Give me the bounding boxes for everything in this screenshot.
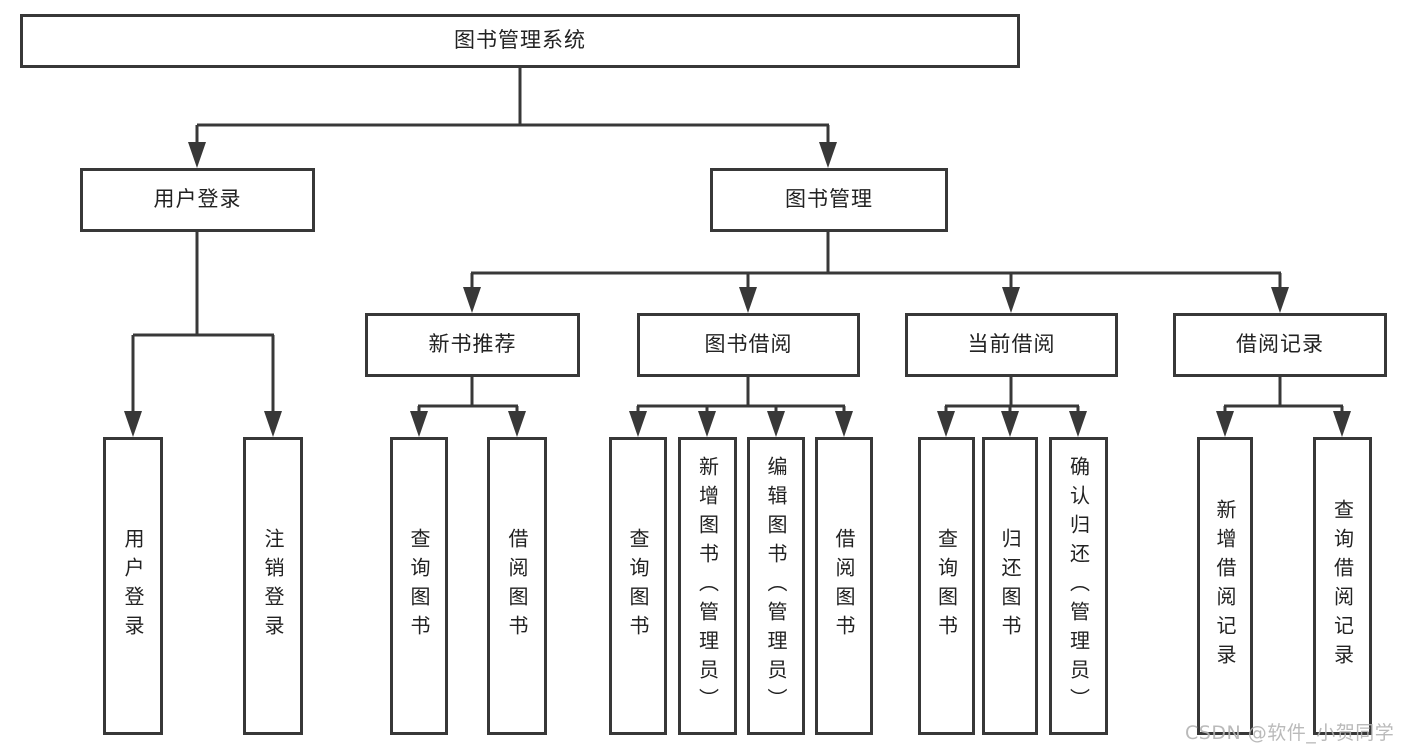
leaf-query-books-recommend: 查询图书 [390, 437, 448, 735]
leaf-query-books-borrowing: 查询图书 [609, 437, 667, 735]
node-user-login-branch: 用户登录 [80, 168, 315, 232]
leaf-query-books-current: 查询图书 [918, 437, 975, 735]
node-current-borrowing: 当前借阅 [905, 313, 1118, 377]
leaf-edit-books-admin: 编辑图书（管理员） [747, 437, 805, 735]
node-library-management-system: 图书管理系统 [20, 14, 1020, 68]
leaf-user-login: 用户登录 [103, 437, 163, 735]
node-borrowing-records: 借阅记录 [1173, 313, 1387, 377]
leaf-logout: 注销登录 [243, 437, 303, 735]
leaf-add-books-admin: 新增图书（管理员） [678, 437, 737, 735]
node-book-management-branch: 图书管理 [710, 168, 948, 232]
leaf-add-borrow-record: 新增借阅记录 [1197, 437, 1253, 735]
leaf-return-books: 归还图书 [982, 437, 1038, 735]
leaf-query-borrow-record: 查询借阅记录 [1313, 437, 1372, 735]
node-book-borrowing: 图书借阅 [637, 313, 860, 377]
leaf-borrow-books: 借阅图书 [815, 437, 873, 735]
leaf-borrow-books-recommend: 借阅图书 [487, 437, 547, 735]
leaf-confirm-return-admin: 确认归还（管理员） [1049, 437, 1108, 735]
node-new-book-recommendation: 新书推荐 [365, 313, 580, 377]
csdn-watermark: CSDN @软件_小贺同学 [1185, 722, 1395, 744]
